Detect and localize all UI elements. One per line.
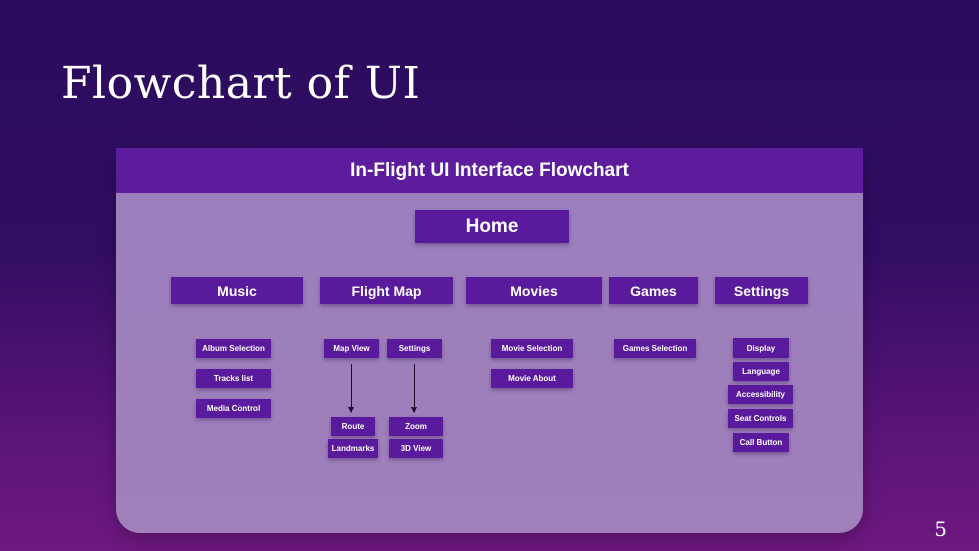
movie-selection-node: Movie Selection [491,339,573,358]
album-selection-node: Album Selection [196,339,271,358]
seat-controls-node: Seat Controls [728,409,793,428]
display-node: Display [733,338,789,358]
flowchart-title: In-Flight UI Interface Flowchart [116,148,863,193]
flight-map-node: Flight Map [320,277,453,304]
settings-node: Settings [715,277,808,304]
map-settings-arrow [411,364,417,413]
map-view-node: Map View [324,339,379,358]
movies-node: Movies [466,277,602,304]
page-number: 5 [934,517,947,541]
games-node: Games [609,277,698,304]
zoom-node: Zoom [389,417,443,436]
3d-view-node: 3D View [389,439,443,458]
call-button-node: Call Button [733,433,789,452]
media-control-node: Media Control [196,399,271,418]
route-node: Route [331,417,375,436]
map-view-arrow [348,364,354,413]
accessibility-node: Accessibility [728,385,793,404]
music-node: Music [171,277,303,304]
movie-about-node: Movie About [491,369,573,388]
home-node: Home [415,210,569,243]
flowchart-panel: In-Flight UI Interface Flowchart Home Mu… [116,148,863,533]
language-node: Language [733,362,789,381]
games-selection-node: Games Selection [614,339,696,358]
slide-title: Flowchart of UI [61,58,421,109]
map-settings-node: Settings [387,339,442,358]
landmarks-node: Landmarks [328,439,378,458]
tracks-list-node: Tracks list [196,369,271,388]
